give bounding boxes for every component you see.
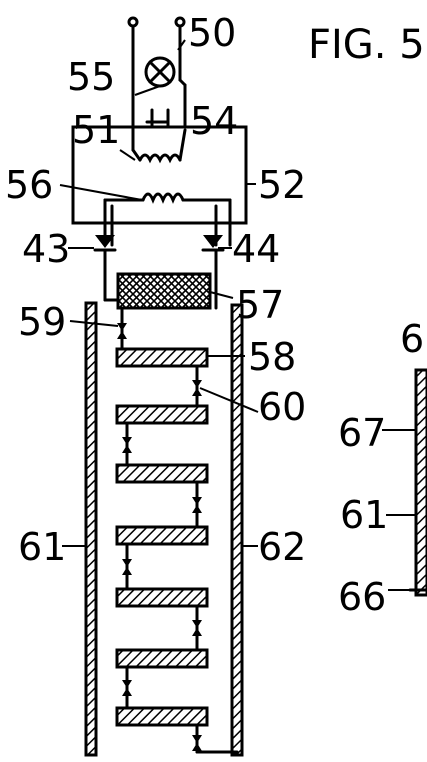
connector-chain bbox=[117, 306, 239, 754]
label-60: 60 bbox=[258, 385, 306, 429]
plate bbox=[115, 463, 209, 484]
label-52: 52 bbox=[258, 163, 306, 207]
label-51: 51 bbox=[72, 108, 120, 152]
figure-title: FIG. 5 bbox=[308, 22, 425, 68]
plate bbox=[115, 706, 209, 727]
diode-44 bbox=[201, 235, 225, 252]
partial-figure-label: 6 bbox=[400, 317, 424, 361]
label-57: 57 bbox=[236, 283, 284, 327]
label-43: 43 bbox=[22, 227, 70, 271]
leader-lines bbox=[59, 39, 416, 591]
block-57 bbox=[116, 272, 212, 310]
label-56: 56 bbox=[5, 163, 53, 207]
label-55: 55 bbox=[67, 55, 115, 99]
label-61-partial: 61 bbox=[340, 493, 388, 537]
power-terminals bbox=[127, 16, 187, 132]
side-wall-61 bbox=[84, 301, 98, 757]
primary-coil-51 bbox=[131, 118, 187, 164]
partial-figure-strip bbox=[408, 368, 427, 597]
label-50: 50 bbox=[188, 11, 236, 55]
side-wall-62 bbox=[230, 303, 244, 757]
plate bbox=[115, 525, 209, 546]
label-67: 67 bbox=[338, 411, 386, 455]
plate bbox=[115, 404, 209, 425]
lamp-55 bbox=[134, 56, 176, 96]
label-66: 66 bbox=[338, 575, 386, 619]
label-61: 61 bbox=[18, 525, 66, 569]
plate bbox=[115, 587, 209, 608]
label-44: 44 bbox=[232, 227, 280, 271]
label-59: 59 bbox=[18, 300, 66, 344]
plate bbox=[115, 347, 209, 368]
label-54: 54 bbox=[190, 99, 238, 143]
label-58: 58 bbox=[248, 335, 296, 379]
plate bbox=[115, 648, 209, 669]
label-62: 62 bbox=[258, 525, 306, 569]
plate-stack-58 bbox=[115, 347, 209, 727]
